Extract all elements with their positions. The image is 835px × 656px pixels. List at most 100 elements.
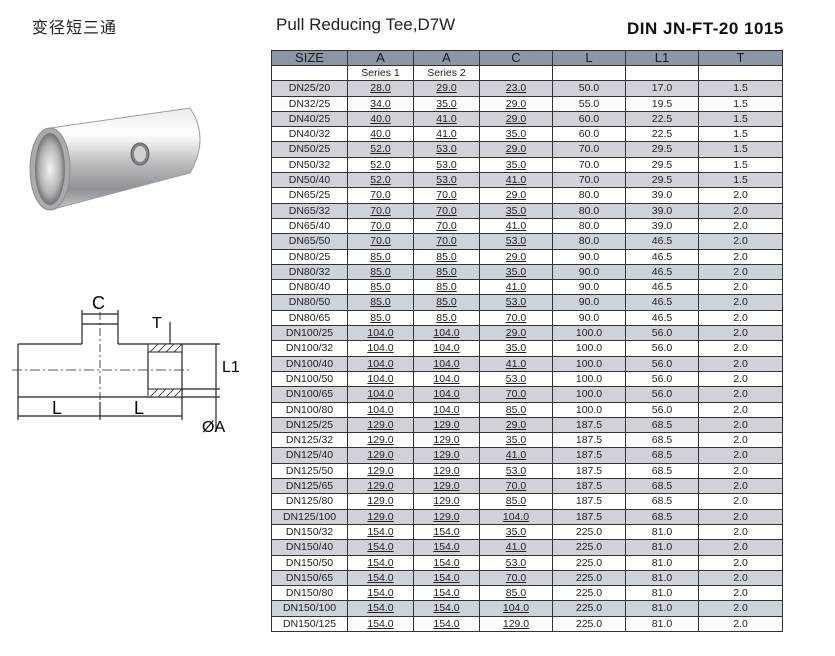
technical-drawing: C T L1 L L ØA <box>12 293 240 436</box>
cell-a-series1: 104.0 <box>347 340 414 357</box>
cell-a-series2: 70.0 <box>413 233 480 250</box>
label-l1: L1 <box>222 359 240 376</box>
cell-l: 100.0 <box>552 401 626 418</box>
cell-a-series1: 104.0 <box>347 355 414 372</box>
cell-size: DN65/32 <box>271 202 348 219</box>
cell-t: 2.0 <box>698 462 783 480</box>
cell-a-series1: 129.0 <box>347 508 414 525</box>
cell-l1: 39.0 <box>625 202 699 219</box>
cell-size: DN125/40 <box>271 447 348 464</box>
cell-size: DN100/32 <box>271 340 348 357</box>
cell-c: 53.0 <box>479 233 553 250</box>
header-a2: A <box>413 50 480 66</box>
cell-a-series1: 129.0 <box>347 447 414 464</box>
label-l-left: L <box>52 398 62 418</box>
cell-l1: 56.0 <box>625 401 699 418</box>
cell-size: DN100/40 <box>271 355 348 372</box>
cell-l1: 81.0 <box>625 539 699 556</box>
cell-l: 90.0 <box>552 279 626 296</box>
cell-t: 2.0 <box>698 493 783 510</box>
cell-c: 35.0 <box>479 126 553 143</box>
cell-t: 2.0 <box>698 416 783 434</box>
header-l: L <box>552 50 626 66</box>
cell-a-series2: 104.0 <box>413 386 480 403</box>
cell-t: 2.0 <box>698 340 783 357</box>
cell-a-series1: 85.0 <box>347 248 414 265</box>
cell-a-series1: 34.0 <box>347 95 414 112</box>
cell-t: 2.0 <box>698 202 783 219</box>
cell-a-series1: 154.0 <box>347 554 414 571</box>
header-c: C <box>479 50 553 66</box>
cell-l: 80.0 <box>552 202 626 219</box>
cell-a-series2: 154.0 <box>413 569 480 587</box>
cell-a-series1: 154.0 <box>347 539 414 556</box>
cell-l1: 46.5 <box>625 309 699 327</box>
cell-t: 2.0 <box>698 370 783 388</box>
table-subheader-row: Series 1 Series 2 <box>271 64 783 82</box>
cell-l1: 68.5 <box>625 462 699 480</box>
cell-c: 29.0 <box>479 187 553 204</box>
cell-t: 1.5 <box>698 156 783 174</box>
cell-size: DN100/25 <box>271 325 348 342</box>
cell-l: 70.0 <box>552 141 626 158</box>
header-t: T <box>698 50 783 66</box>
cell-a-series1: 85.0 <box>347 263 414 281</box>
cell-l1: 39.0 <box>625 187 699 204</box>
cell-c: 35.0 <box>479 263 553 281</box>
cell-l1: 68.5 <box>625 508 699 525</box>
cell-a-series1: 154.0 <box>347 600 414 617</box>
cell-size: DN125/100 <box>271 508 348 525</box>
cell-c: 41.0 <box>479 172 553 189</box>
subheader-cell <box>698 64 783 82</box>
cell-a-series2: 154.0 <box>413 523 480 541</box>
cell-l: 187.5 <box>552 416 626 434</box>
subheader-series-1: Series 1 <box>347 64 414 82</box>
cell-t: 2.0 <box>698 447 783 464</box>
cell-a-series2: 104.0 <box>413 325 480 342</box>
cell-size: DN150/125 <box>271 615 348 632</box>
cell-l1: 81.0 <box>625 554 699 571</box>
cell-size: DN125/32 <box>271 432 348 449</box>
cell-l1: 56.0 <box>625 340 699 357</box>
cell-a-series2: 85.0 <box>413 294 480 311</box>
cell-t: 2.0 <box>698 263 783 281</box>
cell-l: 187.5 <box>552 462 626 480</box>
cell-l1: 29.5 <box>625 156 699 174</box>
cell-l1: 29.5 <box>625 141 699 158</box>
cell-l: 55.0 <box>552 95 626 112</box>
cell-c: 85.0 <box>479 401 553 418</box>
cell-size: DN125/25 <box>271 416 348 434</box>
cell-l: 100.0 <box>552 355 626 372</box>
cell-l: 100.0 <box>552 386 626 403</box>
cell-a-series2: 85.0 <box>413 309 480 327</box>
table-header-row: SIZE A A C L L1 T <box>271 50 783 66</box>
cell-l1: 29.5 <box>625 172 699 189</box>
product-title: Pull Reducing Tee,D7W <box>276 15 456 34</box>
cell-a-series1: 154.0 <box>347 615 414 632</box>
cell-a-series2: 129.0 <box>413 508 480 525</box>
cell-l: 100.0 <box>552 325 626 342</box>
cell-l1: 22.5 <box>625 126 699 143</box>
cell-t: 2.0 <box>698 600 783 617</box>
cell-a-series1: 154.0 <box>347 569 414 587</box>
cell-a-series2: 154.0 <box>413 600 480 617</box>
cell-l1: 17.0 <box>625 80 699 97</box>
cell-l1: 56.0 <box>625 325 699 342</box>
cell-l1: 56.0 <box>625 355 699 372</box>
cell-l: 80.0 <box>552 217 626 235</box>
